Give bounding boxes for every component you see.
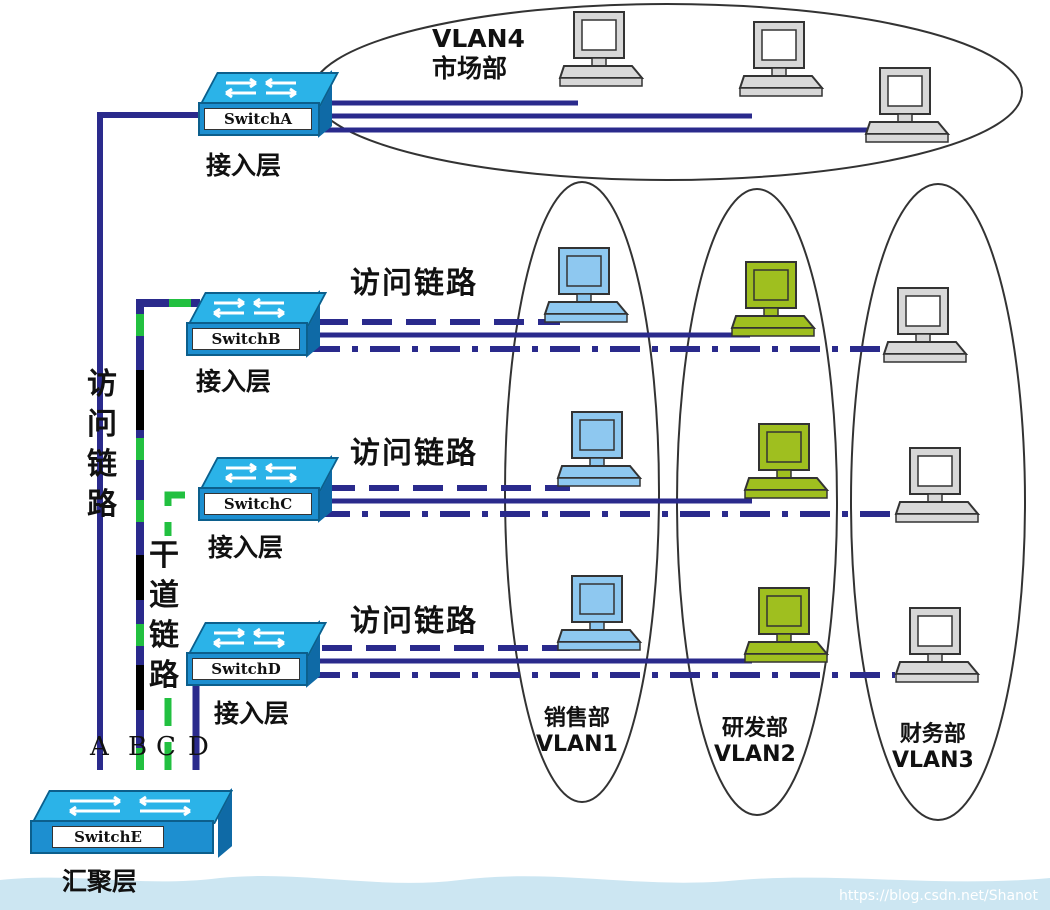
port-c-label: C <box>156 732 176 762</box>
trunk-link-char: 链 <box>149 618 179 653</box>
switch-e-name: SwitchE <box>52 826 164 848</box>
bottom-band <box>0 876 1050 910</box>
access-link-label-d: 访问链路 <box>350 604 478 639</box>
trunk-link-char: 干 <box>149 538 179 573</box>
access-link-vertical-label: 访 问 链 路 <box>84 365 120 525</box>
link-switchA-to-E <box>97 112 200 770</box>
sales-pc-1-computer-icon <box>543 247 630 323</box>
access-link-char: 路 <box>87 487 117 522</box>
port-d-label: D <box>188 732 209 762</box>
access-link-label-b: 访问链路 <box>350 266 478 301</box>
vlan1-label: 销售部 VLAN1 <box>536 706 618 758</box>
switch-e: SwitchE <box>30 788 234 858</box>
switch-a: SwitchA <box>198 70 340 138</box>
finance-pc-3-computer-icon <box>894 607 981 683</box>
sales-pc-2-computer-icon <box>556 411 643 487</box>
vlan4-label: VLAN4 市场部 <box>432 24 525 84</box>
vlan3-ellipse <box>850 183 1026 821</box>
switch-d-layer-label: 接入层 <box>214 699 290 728</box>
switch-b: SwitchB <box>186 290 328 358</box>
switch-b-layer-label: 接入层 <box>196 367 272 396</box>
trunk-B-dash <box>136 299 200 770</box>
switch-c: SwitchC <box>198 455 340 523</box>
rd-pc-3-computer-icon <box>743 587 830 663</box>
access-link-label-c: 访问链路 <box>350 436 478 471</box>
vlan3-name: VLAN3 <box>892 748 974 773</box>
finance-pc-1-computer-icon <box>882 287 969 363</box>
switch-a-name: SwitchA <box>204 108 312 130</box>
watermark: https://blog.csdn.net/Shanot <box>838 888 1038 904</box>
finance-pc-2-computer-icon <box>894 447 981 523</box>
trunk-link-char: 路 <box>149 658 179 693</box>
switch-d: SwitchD <box>186 620 328 688</box>
vlan1-name: VLAN1 <box>536 732 618 757</box>
switch-arrows-icon <box>225 77 297 99</box>
vlan2-label: 研发部 VLAN2 <box>714 716 796 768</box>
port-b-label: B <box>128 732 148 762</box>
vlan4-pc-3-computer-icon <box>864 67 951 143</box>
switch-b-name: SwitchB <box>192 328 300 350</box>
sales-pc-3-computer-icon <box>556 575 643 651</box>
rd-pc-2-computer-icon <box>743 423 830 499</box>
port-a-label: A <box>90 732 109 762</box>
aggregation-layer-label: 汇聚层 <box>62 867 138 896</box>
switch-arrows-icon <box>225 462 297 484</box>
trunk-link-char: 道 <box>149 578 179 613</box>
switch-arrows-icon <box>69 795 191 817</box>
vlan4-name: VLAN4 <box>432 24 525 53</box>
vlan4-dept: 市场部 <box>432 54 508 83</box>
switch-a-layer-label: 接入层 <box>206 151 282 180</box>
access-link-char: 访 <box>87 367 117 402</box>
vlan3-dept: 财务部 <box>899 722 966 747</box>
switch-c-layer-label: 接入层 <box>208 533 284 562</box>
vlan1-dept: 销售部 <box>543 706 610 731</box>
vlan4-pc-1-computer-icon <box>558 11 645 87</box>
rd-pc-1-computer-icon <box>730 261 817 337</box>
vlan2-dept: 研发部 <box>721 716 788 741</box>
access-link-char: 链 <box>87 447 117 482</box>
vlan3-label: 财务部 VLAN3 <box>892 722 974 774</box>
trunk-link-vertical-label: 干 道 链 路 <box>146 536 182 696</box>
access-link-char: 问 <box>87 407 117 442</box>
switch-d-name: SwitchD <box>192 658 300 680</box>
vlan4-pc-2-computer-icon <box>738 21 825 97</box>
switch-arrows-icon <box>213 627 285 649</box>
vlan2-name: VLAN2 <box>714 742 796 767</box>
vlan1-ellipse <box>504 181 660 803</box>
switch-arrows-icon <box>213 297 285 319</box>
switch-c-name: SwitchC <box>204 493 312 515</box>
